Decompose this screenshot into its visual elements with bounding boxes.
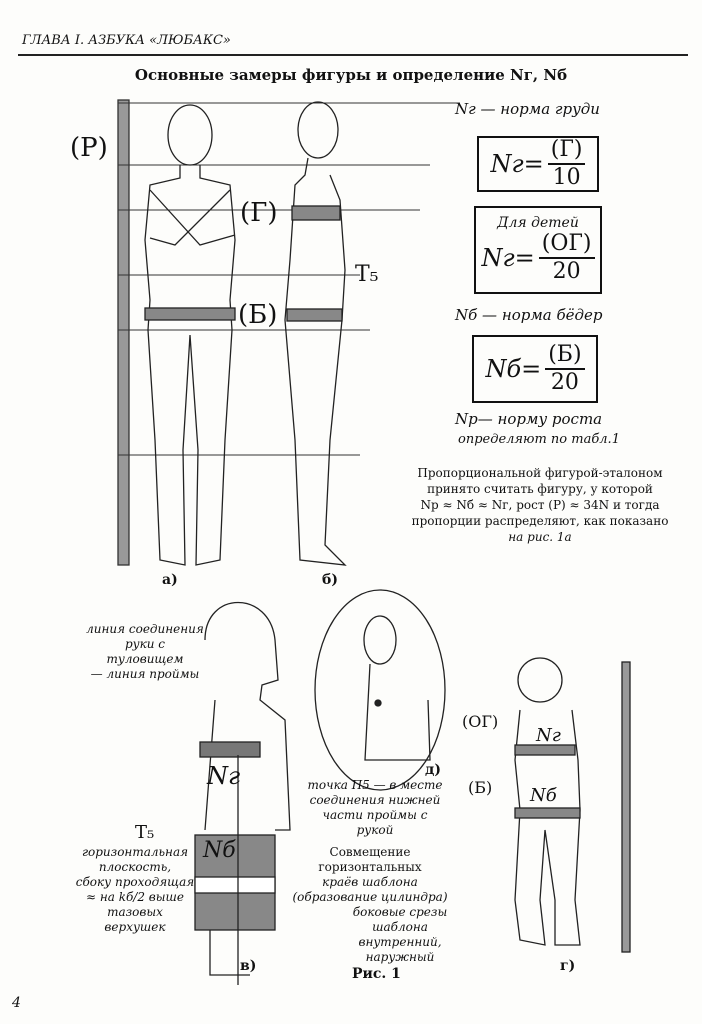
note-line: боковые срезы	[352, 905, 448, 919]
caption-g: г)	[560, 958, 576, 974]
formula-denominator: 10	[552, 165, 581, 190]
note-line: краёв шаблона	[322, 875, 418, 889]
para-line: принято считать фигуру, у которой	[427, 482, 653, 496]
formula-lhs: Nг=	[490, 150, 544, 178]
formula-box-chest: Nг= (Г)10	[477, 136, 599, 192]
label-ng-torso: Nг	[207, 762, 241, 790]
figure-caption: Рис. 1	[352, 966, 401, 982]
hip-norm-definition: Nб — норма бёдер	[455, 306, 603, 324]
detail-ellipse	[314, 589, 446, 791]
para-line: на рис. 1а	[508, 530, 572, 544]
note-line: линия соединения	[86, 622, 204, 636]
formula-box-hips: Nб= (Б)20	[472, 335, 598, 403]
note-line: сбоку проходящая	[75, 875, 195, 889]
label-t5-torso: T₅	[135, 822, 155, 843]
label-chest: (Г)	[240, 198, 278, 228]
page-title: Основные замеры фигуры и определение Nг,…	[134, 66, 568, 84]
formula-numerator: (Г)	[547, 137, 586, 165]
label-og-child: (ОГ)	[462, 712, 499, 731]
formula-denominator: 20	[550, 370, 579, 395]
caption-b: б)	[322, 572, 338, 588]
caption-v: в)	[240, 958, 257, 974]
side-figure	[284, 101, 347, 566]
label-t5: T₅	[355, 262, 379, 287]
note-line: горизонтальная	[81, 845, 189, 859]
header-rule	[18, 54, 688, 56]
height-norm-table-ref: определяют по табл.1	[458, 432, 620, 447]
note-line: соединения нижней	[309, 793, 441, 807]
formula-box-children: Для детей Nг= (ОГ)20	[474, 206, 602, 294]
label-height: (Р)	[70, 133, 108, 163]
label-nb-torso: Nб	[203, 838, 236, 863]
note-line: наружный	[365, 950, 435, 964]
label-hips: (Б)	[238, 300, 278, 330]
note-line: руки с туловищем	[106, 637, 184, 666]
proportion-paragraph: Пропорциональной фигурой-эталоном принят…	[395, 465, 685, 545]
chapter-header: ГЛАВА I. АЗБУКА «ЛЮБАКС»	[22, 33, 231, 48]
note-line: (образование цилиндра)	[292, 890, 448, 904]
note-line: — линия проймы	[90, 667, 200, 681]
caption-d: д)	[425, 762, 441, 778]
formula-numerator: (ОГ)	[538, 231, 595, 259]
note-line: тазовых верхушек	[104, 905, 166, 934]
note-line: ≈ на kб/2 выше	[85, 890, 185, 904]
para-line: Пропорциональной фигурой-эталоном	[417, 466, 663, 480]
note-line: плоскость,	[98, 860, 172, 874]
note-line: части проймы с рукой	[322, 808, 428, 837]
formula-lhs: Nб=	[485, 355, 542, 383]
torso-figure	[194, 602, 291, 985]
note-line: Совмещение горизонтальных	[318, 845, 422, 874]
page-number: 4	[12, 995, 21, 1011]
label-ng-child: Nг	[536, 725, 561, 746]
note-line: внутренний,	[358, 935, 442, 949]
formula-denominator: 20	[552, 259, 581, 284]
front-figure	[144, 104, 236, 566]
note-line: шаблона	[372, 920, 428, 934]
label-nb-child: Nб	[530, 785, 557, 806]
formula-caption: Для детей	[497, 215, 579, 231]
formula-numerator: (Б)	[545, 342, 585, 370]
label-b-child: (Б)	[468, 778, 493, 797]
note-line: точка П5 — в месте	[307, 778, 443, 792]
chest-norm-definition: Nг — норма груди	[455, 100, 600, 118]
height-ruler	[117, 99, 130, 566]
para-line: Nр ≈ Nб ≈ Nг, рост (Р) ≈ 34N и тогда	[420, 498, 660, 512]
child-figure	[514, 657, 631, 953]
height-norm-definition: Nр— норму роста	[455, 410, 603, 428]
caption-a: а)	[162, 572, 178, 588]
formula-lhs: Nг=	[481, 244, 535, 272]
para-line: пропорции распределяют, как показано	[411, 514, 669, 528]
